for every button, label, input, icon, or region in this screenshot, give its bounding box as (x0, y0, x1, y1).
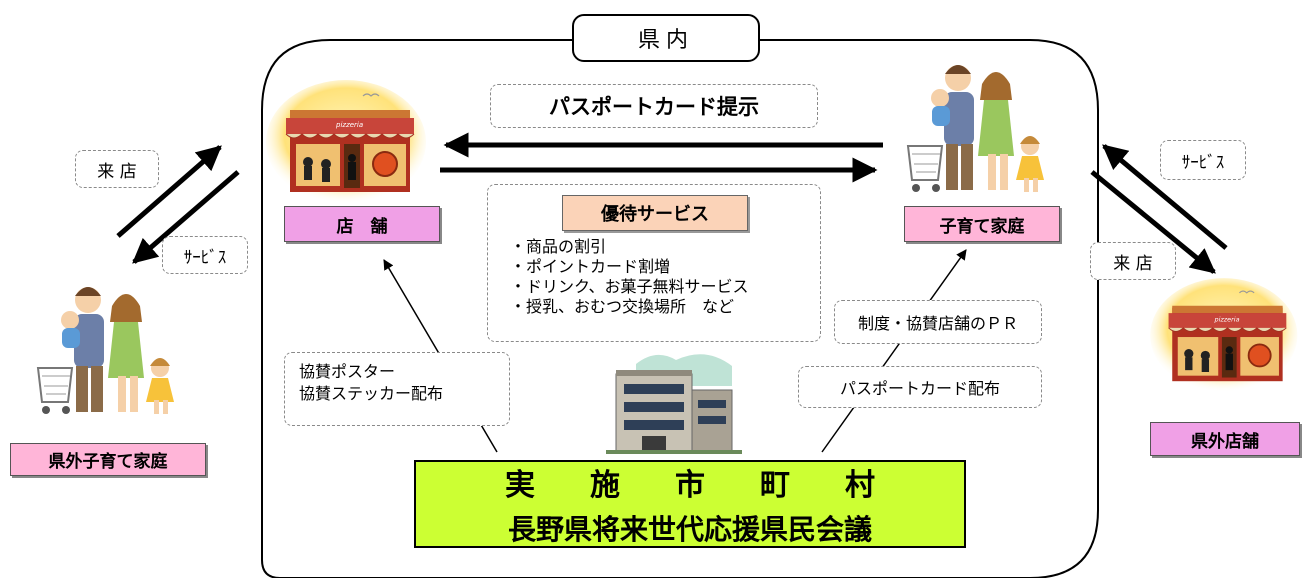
passport-present-label: パスポートカード提示 (490, 84, 818, 128)
arrow-store-to-outside-family (132, 170, 240, 264)
organizer-char: 村 (845, 468, 875, 503)
organizer-line1: 実 施 市 町 村 (505, 460, 875, 504)
outside-family-node: 県外子育て家庭 (10, 443, 206, 476)
benefit-item: ・授乳、おむつ交換場所 など (510, 297, 735, 316)
municipal-building-illustration (606, 354, 742, 454)
benefit-item: ・ポイントカード割増 (510, 257, 671, 276)
family-illustration (906, 65, 1044, 192)
organizer-char: 施 (590, 468, 620, 503)
outside-store-illustration: pizzeria (1150, 278, 1298, 393)
benefits-list: ・商品の割引 ・ポイントカード割増 ・ドリンク、お菓子無料サービス ・授乳、おむ… (510, 237, 749, 317)
store-node: 店 舗 (284, 206, 440, 242)
poster-sticker-label: 協賛ポスター 協賛ステッカー配布 (284, 352, 510, 426)
pr-label: 制度・協賛店舗のＰＲ (834, 300, 1042, 344)
outside-family-illustration (36, 287, 174, 414)
organizer-line2: 長野県将来世代応援県民会議 (507, 513, 872, 546)
svg-text:pizzeria: pizzeria (335, 121, 363, 129)
visit-label-left: 来 店 (75, 150, 159, 188)
organizer-char: 町 (760, 468, 790, 503)
organizer-box: 実 施 市 町 村 長野県将来世代応援県民会議 (414, 460, 966, 548)
visit-label-right: 来 店 (1090, 242, 1176, 280)
region-title: 県内 (572, 14, 760, 62)
benefit-item: ・商品の割引 (510, 237, 607, 256)
arrow-organizer-to-family (821, 249, 967, 453)
organizer-char: 市 (675, 468, 705, 503)
poster-label-line2: 協賛ステッカー配布 (299, 384, 444, 403)
poster-label-line1: 協賛ポスター (299, 362, 396, 381)
outside-store-node: 県外店舗 (1150, 422, 1300, 456)
benefits-panel: 優待サービス ・商品の割引 ・ポイントカード割増 ・ドリンク、お菓子無料サービス… (487, 184, 821, 342)
svg-text:pizzeria: pizzeria (1214, 315, 1240, 323)
service-label-right: ｻｰﾋﾞｽ (1160, 140, 1246, 180)
service-label-left: ｻｰﾋﾞｽ (162, 236, 248, 274)
passport-distribution-label: パスポートカード配布 (798, 366, 1042, 408)
arrow-outside-family-to-store (116, 145, 222, 238)
arrow-outside-store-to-family (1102, 144, 1228, 250)
store-illustration: pizzeria (266, 80, 426, 204)
organizer-char: 実 (505, 468, 535, 503)
family-node: 子育て家庭 (904, 206, 1060, 242)
benefit-item: ・ドリンク、お菓子無料サービス (510, 277, 749, 296)
benefits-title: 優待サービス (562, 195, 748, 231)
arrow-family-to-outside-store (1090, 170, 1216, 274)
